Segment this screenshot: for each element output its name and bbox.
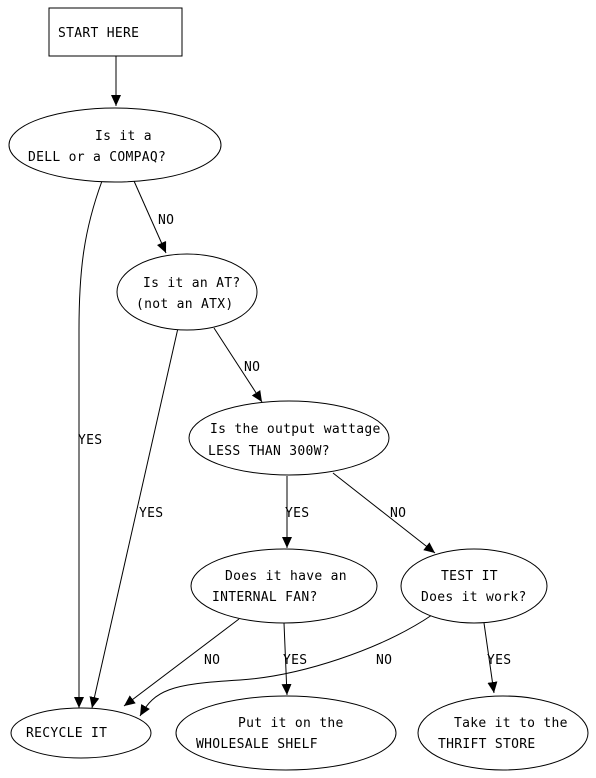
at-line-2: (not an ATX) (136, 297, 234, 312)
test-line-1: TEST IT (441, 569, 498, 584)
thrift-ellipse (417, 695, 589, 771)
wattage-line-2: LESS THAN 300W? (208, 444, 330, 459)
label-fan-yes: YES (283, 653, 307, 668)
edge-fan-no-to-recycle (123, 618, 240, 707)
fan-line-2: INTERNAL FAN? (212, 590, 318, 605)
wholesale-line-2: WHOLESALE SHELF (196, 737, 318, 752)
test-ellipse (400, 548, 548, 624)
edge-dell-yes-to-recycle (74, 180, 103, 708)
at-line-1: Is it an AT? (143, 276, 241, 291)
edge-test-yes-to-thrift (483, 622, 498, 694)
label-test-yes: YES (487, 653, 511, 668)
label-test-no: NO (376, 653, 392, 668)
label-watt-no: NO (390, 506, 406, 521)
label-at-yes: YES (139, 506, 163, 521)
thrift-line-1: Take it to the (454, 716, 568, 731)
dell-compaq-line-1: Is it a (95, 129, 152, 144)
at-ellipse (116, 253, 258, 331)
edge-dell-no-to-at (133, 180, 167, 254)
start-label: START HERE (58, 26, 139, 41)
wattage-line-1: Is the output wattage (210, 422, 381, 437)
node-recycle: RECYCLE IT (10, 707, 152, 759)
edge-fan-yes-to-wholesale (281, 622, 292, 696)
node-thrift: Take it to the THRIFT STORE (417, 695, 589, 771)
edge-watt-no-to-test (332, 472, 436, 554)
node-question-dell-compaq: Is it a DELL or a COMPAQ? (8, 107, 222, 183)
thrift-line-2: THRIFT STORE (438, 737, 536, 752)
dell-compaq-ellipse (8, 107, 222, 183)
label-dell-yes: YES (78, 433, 102, 448)
recycle-label: RECYCLE IT (26, 726, 107, 741)
node-test: TEST IT Does it work? (400, 548, 548, 624)
edge-at-yes-to-recycle (89, 327, 179, 709)
fan-ellipse (190, 548, 378, 624)
edge-test-no-to-recycle (139, 614, 433, 717)
node-question-wattage: Is the output wattage LESS THAN 300W? (188, 400, 390, 476)
wholesale-ellipse (175, 695, 397, 771)
node-wholesale: Put it on the WHOLESALE SHELF (175, 695, 397, 771)
test-line-2: Does it work? (421, 590, 527, 605)
start-box (48, 7, 183, 57)
label-at-no: NO (244, 360, 260, 375)
label-fan-no: NO (204, 653, 220, 668)
dell-compaq-line-2: DELL or a COMPAQ? (28, 150, 166, 165)
edge-at-no-to-watt (213, 327, 263, 403)
recycle-ellipse (10, 707, 152, 759)
label-dell-no: NO (158, 213, 174, 228)
node-start: START HERE (48, 7, 183, 57)
edge-labels: NO YES NO YES YES NO NO YES NO YES (78, 213, 511, 668)
node-question-fan: Does it have an INTERNAL FAN? (190, 548, 378, 624)
edges (74, 56, 498, 717)
fan-line-1: Does it have an (225, 569, 347, 584)
wattage-ellipse (188, 400, 390, 476)
wholesale-line-1: Put it on the (238, 716, 344, 731)
label-watt-yes: YES (285, 506, 309, 521)
node-question-at: Is it an AT? (not an ATX) (116, 253, 258, 331)
